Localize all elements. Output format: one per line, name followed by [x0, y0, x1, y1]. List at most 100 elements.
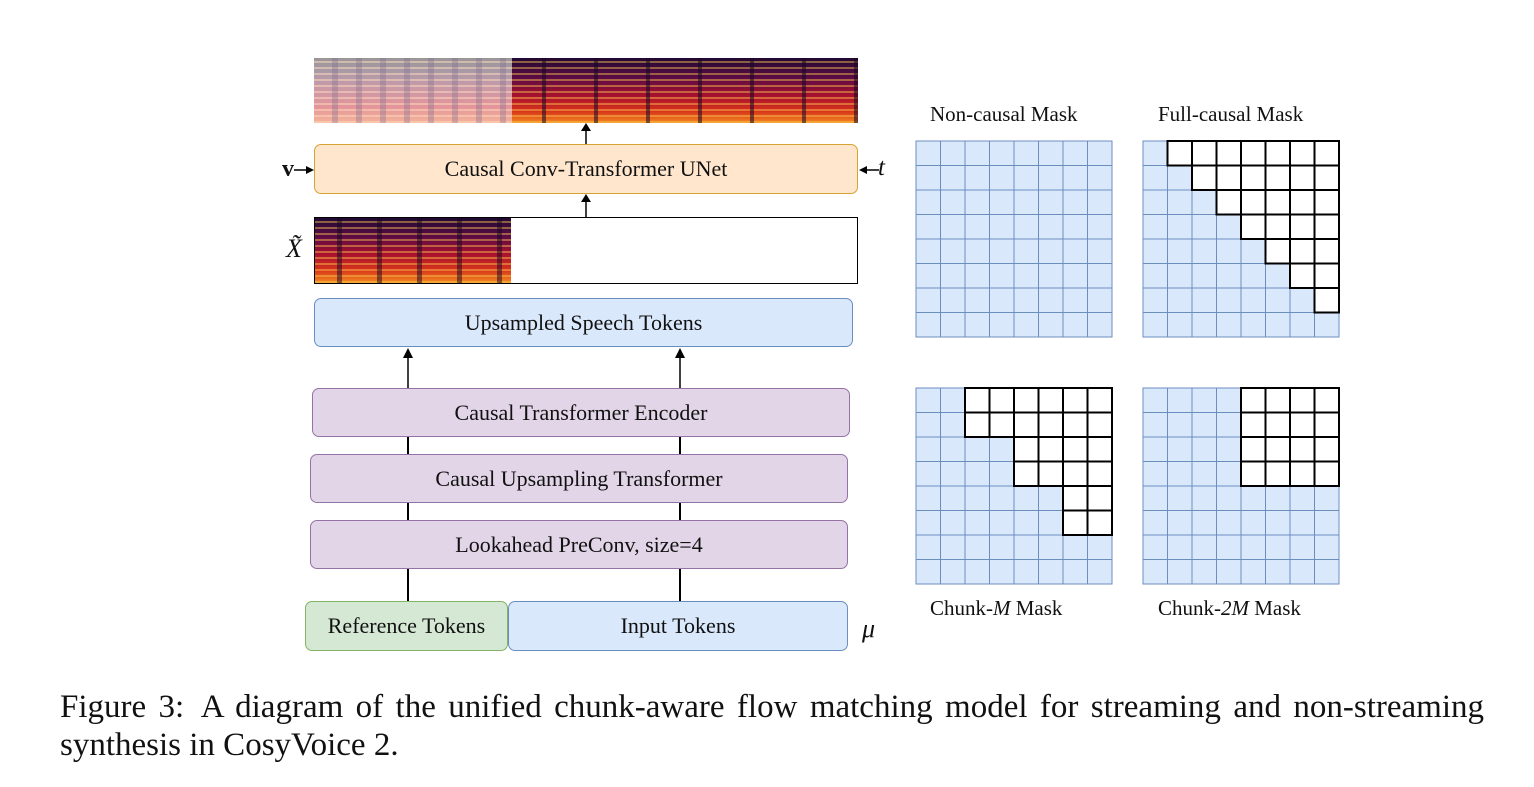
- visible-cell: [964, 311, 991, 338]
- visible-cell: [1142, 460, 1169, 487]
- visible-cell: [1013, 558, 1040, 585]
- mask-title-text: Chunk-: [930, 596, 993, 620]
- visible-cell: [988, 164, 1015, 191]
- visible-cell: [1166, 189, 1193, 216]
- upsampled-speech-tokens-label: Upsampled Speech Tokens: [464, 309, 703, 335]
- mask-title-chunk-2m: Chunk-2M Mask: [1158, 596, 1301, 621]
- upsampled-speech-tokens: Upsampled Speech Tokens: [314, 298, 853, 347]
- masked-cell: [1289, 213, 1316, 240]
- visible-cell: [915, 164, 942, 191]
- visible-cell: [1313, 534, 1340, 561]
- visible-cell: [1013, 287, 1040, 314]
- visible-cell: [915, 387, 942, 414]
- visible-cell: [1289, 509, 1316, 536]
- visible-cell: [915, 436, 942, 463]
- reference-tokens-label: Reference Tokens: [327, 613, 486, 638]
- output-spectrogram: [314, 58, 858, 123]
- masked-cell: [1264, 436, 1291, 463]
- mask-title-text: Mask: [1010, 596, 1063, 620]
- visible-cell: [1289, 287, 1316, 314]
- masked-cell: [1264, 164, 1291, 191]
- visible-cell: [964, 558, 991, 585]
- visible-cell: [1013, 213, 1040, 240]
- visible-cell: [1086, 164, 1113, 191]
- input-tokens: Input Tokens: [508, 601, 848, 651]
- visible-cell: [1240, 238, 1267, 265]
- visible-cell: [939, 164, 966, 191]
- visible-cell: [1142, 436, 1169, 463]
- masked-cell: [1191, 164, 1218, 191]
- visible-cell: [1037, 189, 1064, 216]
- causal-upsampling-transformer-label: Causal Upsampling Transformer: [435, 465, 723, 491]
- connector-line: [407, 503, 409, 520]
- masked-cell: [1013, 436, 1040, 463]
- t-input-label: t: [878, 154, 885, 181]
- masked-cell: [1313, 436, 1340, 463]
- visible-cell: [1240, 311, 1267, 338]
- visible-cell: [1142, 164, 1169, 191]
- visible-cell: [1166, 311, 1193, 338]
- visible-cell: [1013, 485, 1040, 512]
- visible-cell: [1142, 140, 1169, 167]
- visible-cell: [1313, 485, 1340, 512]
- masked-cell: [1313, 262, 1340, 289]
- visible-cell: [1264, 509, 1291, 536]
- visible-cell: [1086, 534, 1113, 561]
- visible-cell: [1037, 287, 1064, 314]
- visible-cell: [1142, 485, 1169, 512]
- visible-cell: [915, 509, 942, 536]
- visible-cell: [1037, 213, 1064, 240]
- visible-cell: [964, 213, 991, 240]
- mask-title-full-causal: Full-causal Mask: [1158, 102, 1303, 127]
- visible-cell: [915, 411, 942, 438]
- masked-cell: [1264, 238, 1291, 265]
- visible-cell: [1037, 485, 1064, 512]
- visible-cell: [1013, 311, 1040, 338]
- masked-cell: [1037, 387, 1064, 414]
- visible-cell: [1013, 189, 1040, 216]
- visible-cell: [1037, 238, 1064, 265]
- masked-cell: [1240, 411, 1267, 438]
- masked-cell: [1215, 140, 1242, 167]
- visible-cell: [1166, 262, 1193, 289]
- masked-input-spectrogram-filled: [315, 218, 511, 283]
- visible-cell: [1037, 311, 1064, 338]
- visible-cell: [1062, 262, 1089, 289]
- visible-cell: [1215, 238, 1242, 265]
- visible-cell: [1013, 534, 1040, 561]
- masked-cell: [1062, 460, 1089, 487]
- visible-cell: [1086, 311, 1113, 338]
- visible-cell: [939, 460, 966, 487]
- output-spectrogram-reference: [314, 58, 512, 123]
- visible-cell: [1264, 311, 1291, 338]
- masked-cell: [1289, 436, 1316, 463]
- masked-cell: [1013, 460, 1040, 487]
- masked-input-spectrogram: [314, 217, 858, 284]
- visible-cell: [1062, 311, 1089, 338]
- visible-cell: [1240, 534, 1267, 561]
- masked-cell: [1289, 387, 1316, 414]
- visible-cell: [939, 534, 966, 561]
- visible-cell: [964, 509, 991, 536]
- visible-cell: [1013, 238, 1040, 265]
- visible-cell: [939, 262, 966, 289]
- masked-cell: [1289, 189, 1316, 216]
- masked-cell: [1264, 411, 1291, 438]
- masked-cell: [1240, 460, 1267, 487]
- visible-cell: [964, 485, 991, 512]
- mask-title-chunk-m: Chunk-M Mask: [930, 596, 1062, 621]
- masked-cell: [1086, 460, 1113, 487]
- visible-cell: [939, 558, 966, 585]
- connector-line: [407, 437, 409, 454]
- visible-cell: [964, 140, 991, 167]
- visible-cell: [964, 164, 991, 191]
- visible-cell: [1240, 287, 1267, 314]
- visible-cell: [1191, 287, 1218, 314]
- x-tilde-label: X̃: [286, 234, 302, 263]
- masked-cell: [988, 411, 1015, 438]
- visible-cell: [915, 485, 942, 512]
- arrow-encoder-to-upsampled-left: [403, 348, 413, 389]
- visible-cell: [1166, 213, 1193, 240]
- visible-cell: [1166, 460, 1193, 487]
- visible-cell: [1191, 387, 1218, 414]
